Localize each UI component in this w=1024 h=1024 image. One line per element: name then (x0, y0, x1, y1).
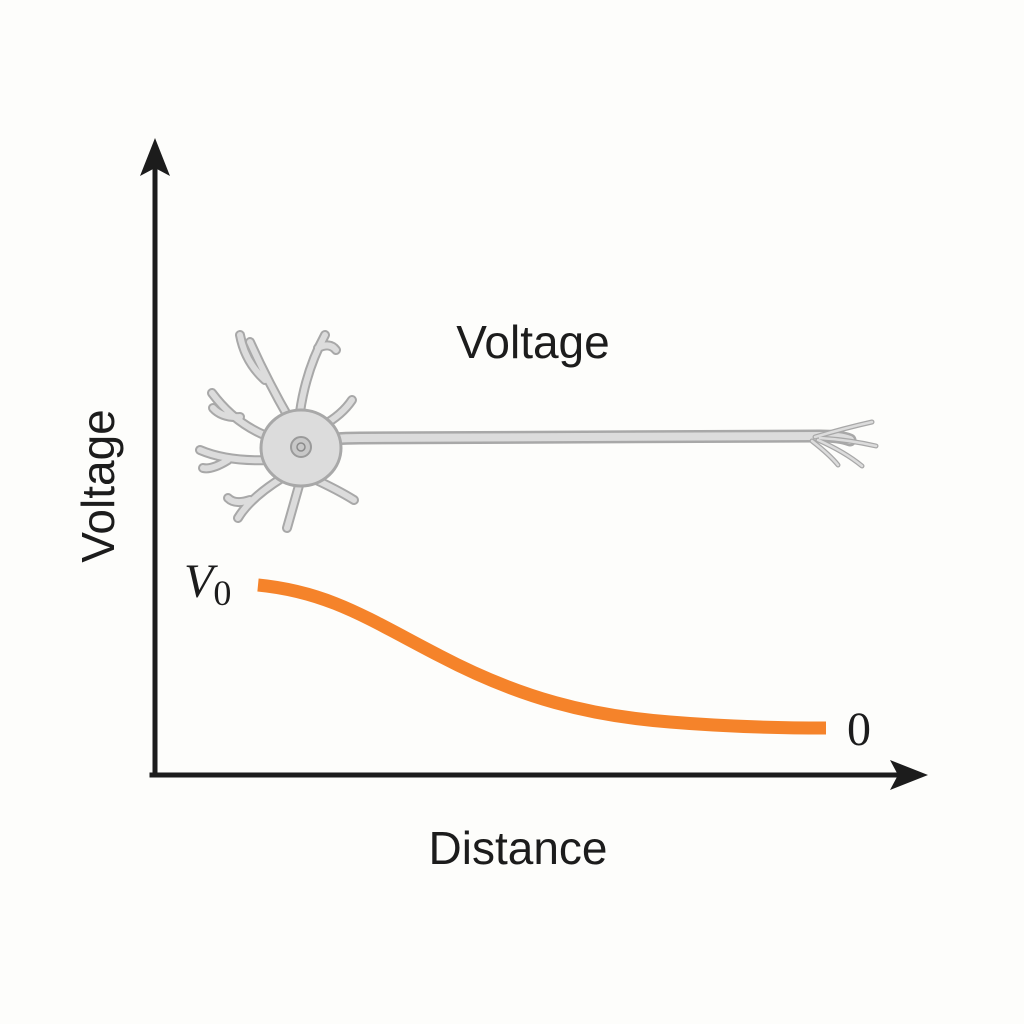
end-voltage-label: 0 (847, 703, 871, 756)
diagram-title: Voltage (456, 316, 609, 368)
x-axis-arrowhead (890, 760, 928, 790)
start-voltage-symbol: V (184, 555, 218, 608)
start-voltage-subscript: 0 (213, 573, 231, 613)
x-axis-label: Distance (429, 822, 608, 874)
y-axis-arrowhead (140, 138, 170, 176)
neuron-icon (195, 330, 879, 533)
axes (140, 138, 928, 790)
nucleus (290, 436, 312, 458)
start-voltage-label: V0 (184, 555, 231, 613)
y-axis-label: Voltage (72, 409, 124, 562)
voltage-decay-curve (257, 578, 827, 735)
